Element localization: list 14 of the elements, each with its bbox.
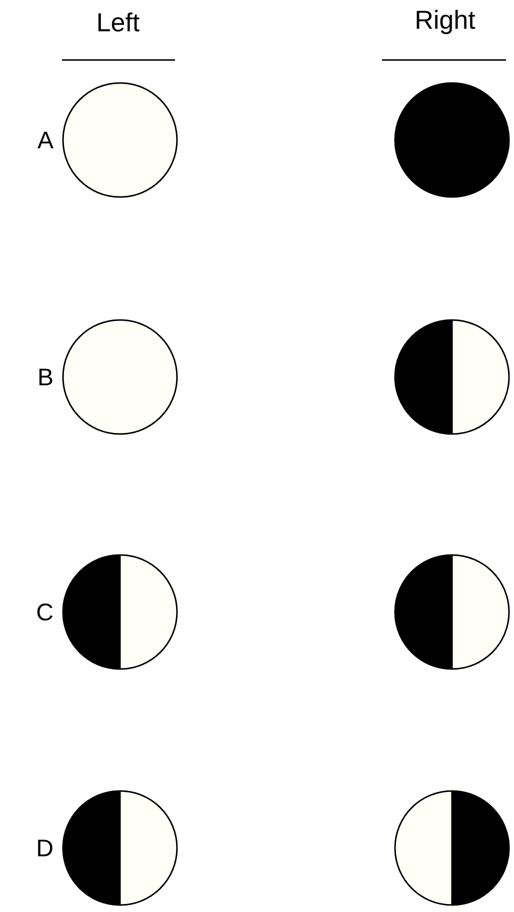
circle xyxy=(394,82,510,198)
column-header: Left xyxy=(98,12,140,32)
circle xyxy=(394,554,510,670)
circle xyxy=(62,790,178,906)
circle xyxy=(394,319,510,435)
circle xyxy=(62,554,178,670)
circle xyxy=(62,319,178,435)
row-label: D xyxy=(38,840,52,856)
row-label: C xyxy=(37,604,53,620)
column-header: Right xyxy=(416,10,476,34)
row-label: A xyxy=(38,132,54,148)
circle xyxy=(394,790,510,906)
circle xyxy=(62,82,178,198)
row-label: B xyxy=(39,368,52,386)
